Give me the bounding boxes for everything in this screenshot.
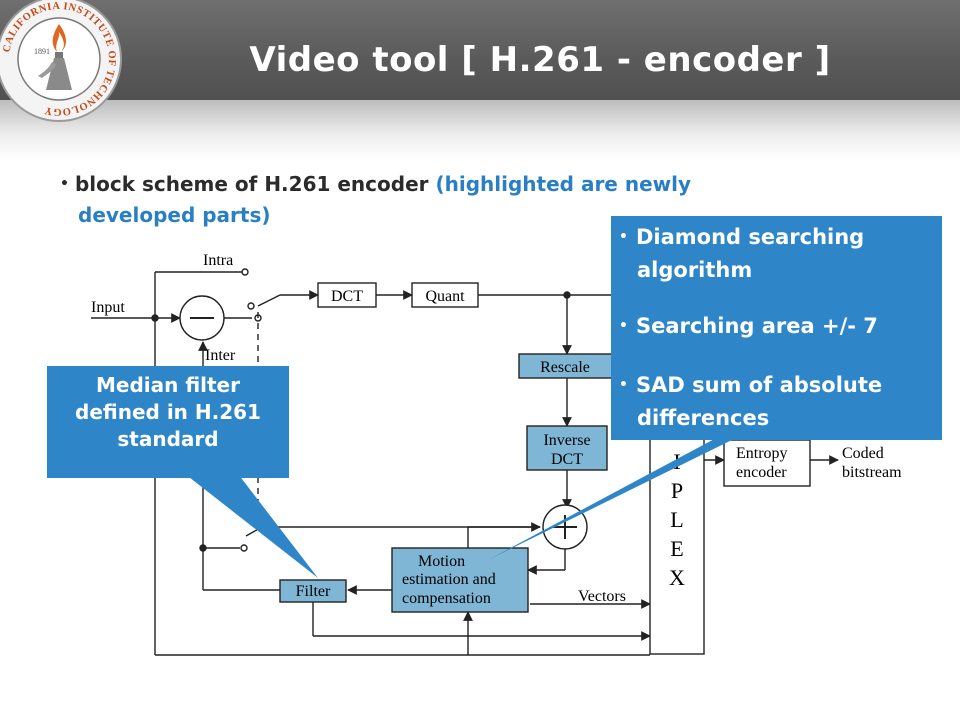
svg-text:1891: 1891	[34, 47, 50, 56]
input-label: Input	[91, 299, 125, 316]
bullet-dot: •	[60, 176, 69, 192]
inverse-dct-label-2: DCT	[551, 451, 583, 468]
dct-block	[317, 282, 377, 308]
callout-item-sad: •SAD sum of absolute differences	[619, 373, 883, 430]
motion-label-3: compensation	[402, 590, 491, 607]
bullet-highlight-2: developed parts)	[78, 203, 271, 227]
callout-left-line-1: Median filter	[95, 373, 240, 397]
header-fade	[0, 100, 960, 160]
rescale-label: Rescale	[540, 359, 590, 376]
bullet-highlight-1: (highlighted are newly	[435, 172, 692, 196]
callout-left-line-2: defined in H.261	[75, 400, 261, 424]
header-bar	[0, 0, 960, 110]
quant-block	[411, 282, 479, 308]
coded-label-2: bitstream	[842, 464, 902, 481]
multiplex-letter: X	[669, 565, 685, 590]
multiplex-letter: E	[670, 536, 683, 561]
multiplex-letter: L	[670, 507, 683, 532]
vectors-label: Vectors	[578, 588, 626, 605]
caltech-seal-logo: CALIFORNIA INSTITUTE OF TECHNOLOGY 1891	[0, 0, 122, 122]
slide-title: Video tool [ H.261 - encoder ]	[249, 40, 831, 80]
median-filter-callout: Median filter defined in H.261 standard	[47, 366, 289, 478]
filter-label: Filter	[296, 583, 331, 600]
callout-item-search-area: •Searching area +/- 7	[619, 314, 878, 338]
coded-label-1: Coded	[842, 445, 884, 462]
entropy-label-1: Entropy	[736, 445, 788, 462]
multiplex-letter: P	[671, 478, 683, 503]
dct-label: DCT	[331, 288, 363, 305]
callout-left-line-3: standard	[117, 427, 219, 451]
rescale-block	[518, 353, 613, 379]
inverse-dct-block	[526, 425, 608, 471]
inter-label: Inter	[205, 347, 236, 364]
callout-item-diamond: •Diamond searching algorithm	[619, 225, 865, 282]
motion-label-2: estimation and	[402, 571, 496, 588]
quant-label: Quant	[425, 288, 465, 305]
intra-label: Intra	[203, 252, 233, 269]
bullet-text: block scheme of H.261 encoder	[74, 172, 429, 196]
motion-label-1: Motion	[418, 553, 465, 570]
motion-estimation-block	[391, 547, 529, 613]
filter-block	[279, 579, 347, 603]
motion-estimation-callout: •Diamond searching algorithm •Searching …	[611, 216, 942, 440]
bullet-item: • block scheme of H.261 encoder (highligh…	[60, 170, 840, 229]
entropy-encoder-block	[723, 439, 811, 487]
entropy-label-2: encoder	[736, 464, 787, 481]
inverse-dct-label-1: Inverse	[543, 432, 590, 449]
